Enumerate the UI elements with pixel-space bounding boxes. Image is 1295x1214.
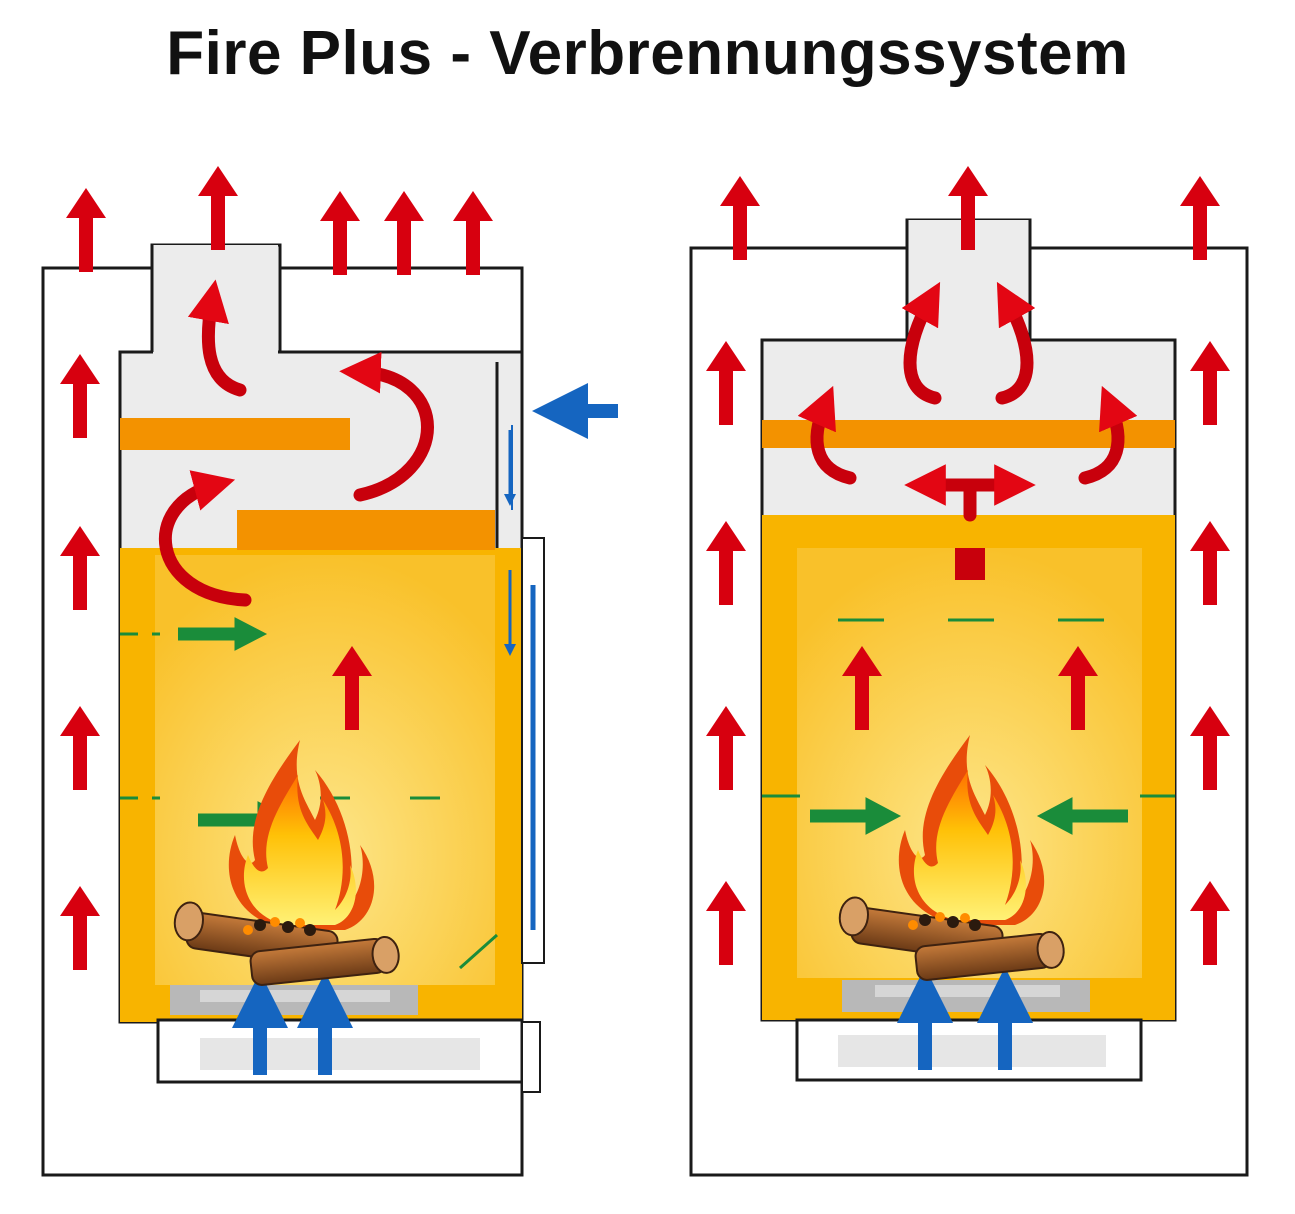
secondary-air-arrow-icon (762, 618, 1175, 835)
cold-air-arrow-icon (897, 967, 1033, 1070)
upper-baffle (120, 418, 350, 450)
hot-air-flow (797, 281, 1138, 522)
front-section (689, 166, 1249, 1177)
cold-air-arrow-icon (232, 383, 618, 1075)
lower-baffle (237, 510, 495, 550)
side-section (41, 166, 618, 1177)
baffle-slot (955, 548, 985, 580)
hot-air-flow (159, 279, 434, 607)
page-title: Fire Plus - Verbrennungssystem (166, 19, 1129, 88)
